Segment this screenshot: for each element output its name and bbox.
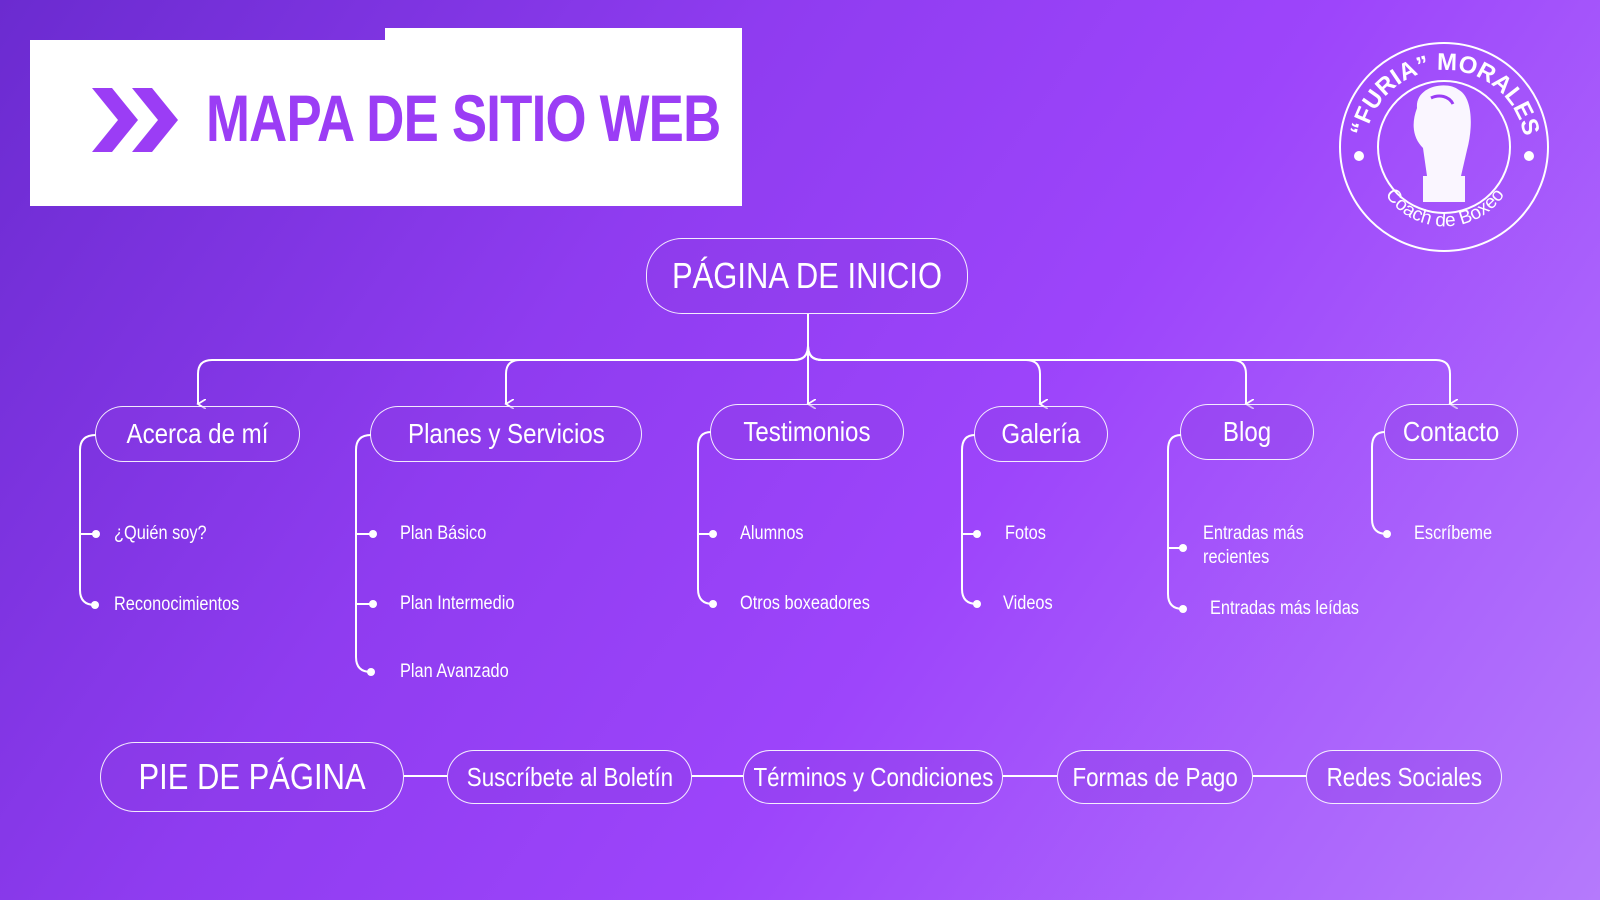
node-label: Formas de Pago <box>1072 761 1238 792</box>
footer-item-formas-de-pago: Formas de Pago <box>1057 750 1253 804</box>
list-item: Escríbeme <box>1414 523 1493 544</box>
node-testimonios: Testimonios <box>710 404 904 460</box>
node-acerca-de-mi: Acerca de mí <box>95 406 300 462</box>
node-label: Testimonios <box>743 416 871 447</box>
list-item: Plan Avanzado <box>400 661 509 682</box>
node-blog: Blog <box>1180 404 1314 460</box>
node-contacto: Contacto <box>1384 404 1518 460</box>
node-pagina-de-inicio: PÁGINA DE INICIO <box>646 238 968 314</box>
node-label: Redes Sociales <box>1326 761 1482 792</box>
node-galeria: Galería <box>974 406 1108 462</box>
banner-piece-left <box>30 40 390 206</box>
list-item: Otros boxeadores <box>740 593 870 614</box>
page-title: MAPA DE SITIO WEB <box>206 81 721 155</box>
double-chevron-icon <box>92 88 178 152</box>
list-item: Alumnos <box>740 523 804 544</box>
list-item: Plan Básico <box>400 523 487 544</box>
footer-item-terminos: Términos y Condiciones <box>743 750 1003 804</box>
node-label: PIE DE PÁGINA <box>138 756 366 797</box>
logo: “FURIA” MORALES Coach de Boxeo <box>1339 42 1549 252</box>
node-label: Acerca de mí <box>126 418 269 449</box>
list-item: Entradas más leídas <box>1210 598 1359 619</box>
node-planes-y-servicios: Planes y Servicios <box>370 406 642 462</box>
node-label: Contacto <box>1402 416 1500 447</box>
node-label: Suscríbete al Boletín <box>466 761 673 792</box>
banner-piece-right <box>385 28 742 206</box>
node-label: Planes y Servicios <box>407 418 605 449</box>
footer-item-suscribete: Suscríbete al Boletín <box>447 750 692 804</box>
boxing-glove-icon <box>1413 85 1471 202</box>
node-pie-de-pagina: PIE DE PÁGINA <box>100 742 404 812</box>
list-item: Videos <box>1003 593 1053 614</box>
footer-item-redes-sociales: Redes Sociales <box>1306 750 1502 804</box>
node-label: Blog <box>1222 416 1272 447</box>
list-item: Reconocimientos <box>114 594 240 615</box>
list-item: ¿Quién soy? <box>114 523 207 544</box>
node-label: PÁGINA DE INICIO <box>671 255 943 296</box>
node-label: Términos y Condiciones <box>753 761 993 792</box>
list-item: Fotos <box>1005 523 1046 544</box>
list-item: Plan Intermedio <box>400 593 515 614</box>
node-label: Galería <box>1001 418 1081 449</box>
list-item: Entradas más recientes <box>1203 523 1304 568</box>
title-banner: MAPA DE SITIO WEB <box>30 28 742 206</box>
